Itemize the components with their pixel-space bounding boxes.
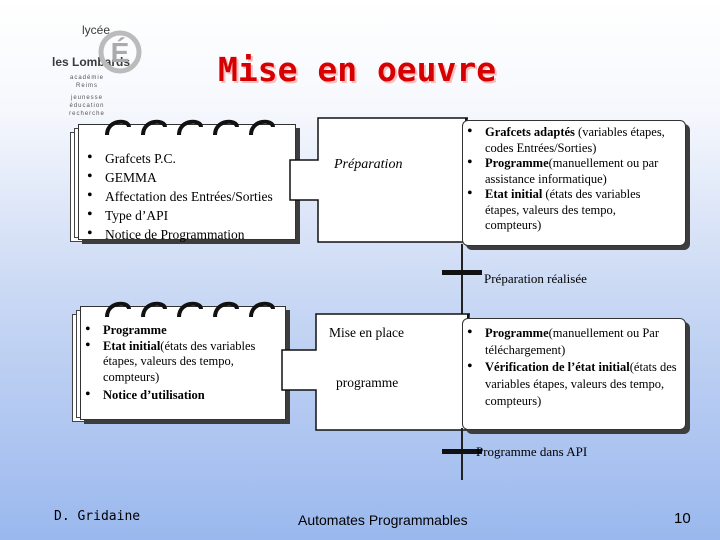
row1-left-card: Grafcets P.C. GEMMA Affectation des Entr…	[78, 119, 296, 243]
row1-process-arrow	[289, 117, 468, 243]
row2-input-documents: Programme Etat initial(états des variabl…	[72, 296, 292, 426]
school-logo: lycée les Lombards É académie Reims jeun…	[48, 22, 148, 122]
list-item: Programme(manuellement ou Par télécharge…	[463, 324, 677, 359]
list-item: GEMMA	[83, 167, 273, 187]
binding-rings-icon	[105, 119, 275, 136]
row2-right-list: Programme(manuellement ou Par télécharge…	[463, 324, 677, 410]
logo-academy: académie Reims	[69, 75, 104, 89]
row1-process-label: Préparation	[334, 157, 403, 172]
milestone-bar	[442, 270, 482, 275]
svg-text:É: É	[111, 37, 130, 68]
logo-line2: les Lombards	[52, 55, 131, 69]
row2-process-label-1: Mise en place	[329, 325, 404, 340]
milestone-preparation-label: Préparation réalisée	[484, 271, 587, 286]
row2-process-label-2: programme	[336, 375, 399, 390]
row1-right-list: Grafcets adaptés (variables étapes, code…	[463, 124, 673, 234]
logo-ministry: jeunesse éducation recherche	[69, 95, 105, 117]
milestone-api-label: Programme dans API	[476, 444, 588, 459]
list-item: Affectation des Entrées/Sorties	[83, 186, 273, 206]
list-item: Programme(manuellement ou par assistance…	[463, 155, 673, 187]
connector-line	[461, 244, 463, 284]
e-emblem-icon: É	[98, 30, 142, 74]
list-item: Grafcets adaptés (variables étapes, code…	[463, 124, 673, 156]
page-title: Mise en oeuvre	[218, 50, 497, 89]
binding-rings-icon	[105, 301, 275, 318]
list-item: Notice d’utilisation	[81, 387, 281, 404]
footer-page-number: 10	[674, 510, 691, 527]
footer-course: Automates Programmables	[298, 512, 468, 528]
list-item: Programme	[81, 322, 281, 339]
footer-author: D. Gridaine	[54, 509, 141, 524]
row2-left-card: Programme Etat initial(états des variabl…	[80, 301, 286, 420]
row2-left-list: Programme Etat initial(états des variabl…	[81, 322, 281, 404]
list-item: Etat initial (états des variables étapes…	[463, 186, 673, 234]
list-item: Etat initial(états des variables étapes,…	[81, 338, 281, 386]
row2-output-card: Programme(manuellement ou Par télécharge…	[462, 318, 686, 430]
row1-output-card: Grafcets adaptés (variables étapes, code…	[462, 120, 686, 246]
list-item: Type d’API	[83, 205, 273, 225]
milestone-bar	[442, 449, 482, 454]
list-item: Notice de Programmation	[83, 224, 273, 244]
logo-line1: lycée	[82, 23, 111, 37]
connector-line	[461, 428, 463, 480]
list-item: Vérification de l’état initial(états des…	[463, 358, 677, 410]
row1-input-documents: Grafcets P.C. GEMMA Affectation des Entr…	[70, 118, 300, 248]
list-item: Grafcets P.C.	[83, 148, 273, 168]
connector-line	[461, 284, 463, 320]
row1-left-list: Grafcets P.C. GEMMA Affectation des Entr…	[83, 148, 273, 244]
